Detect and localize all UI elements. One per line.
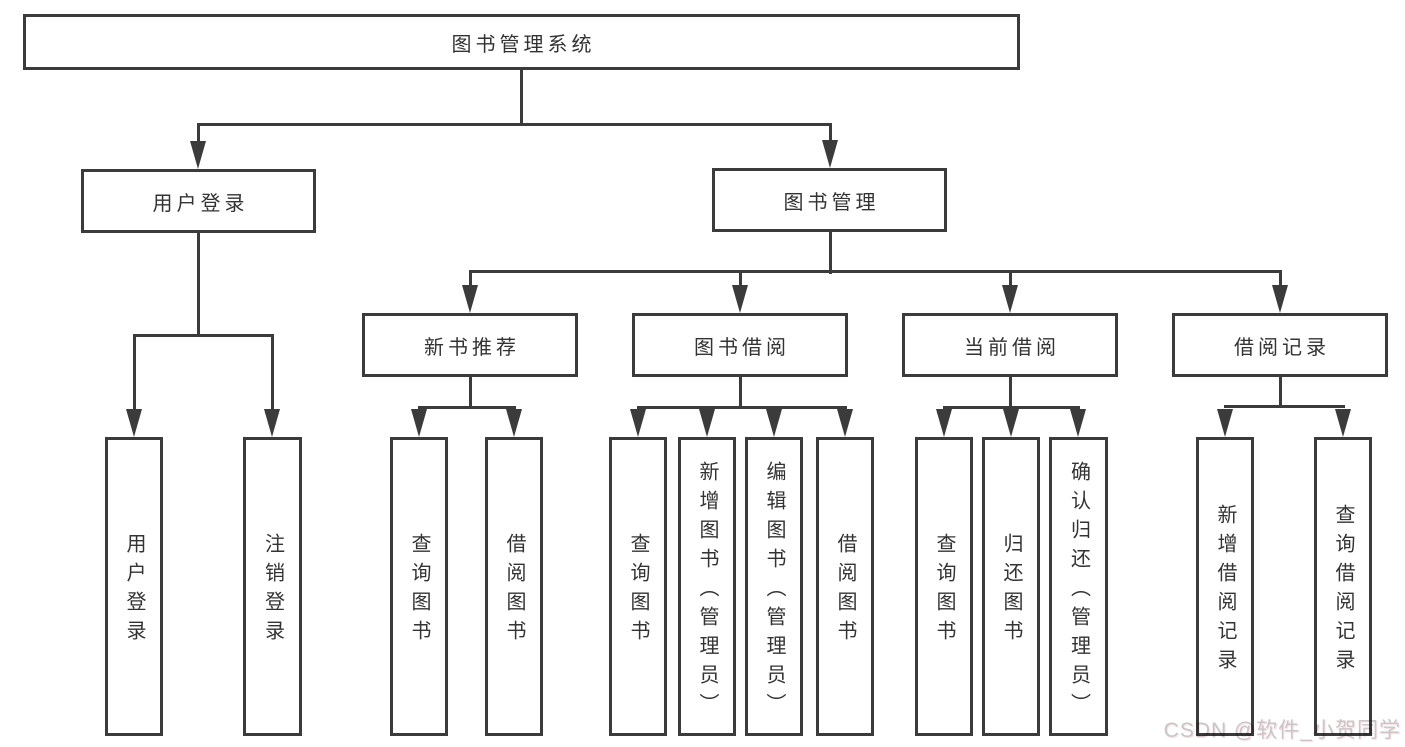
leaf-bb-query-books: 查询图书: [609, 437, 667, 736]
edge-root-drop-right: [829, 123, 832, 151]
leaf-br-add-record-label: 新增借阅记录: [1214, 504, 1236, 678]
leaf-cb-query-books: 查询图书: [915, 437, 973, 736]
edge-root-span: [197, 123, 831, 126]
leaf-br-query-record: 查询借阅记录: [1314, 437, 1372, 736]
leaf-nb-borrow-books-label: 借阅图书: [503, 533, 525, 649]
leaf-bb-borrow-books: 借阅图书: [816, 437, 874, 736]
arrowhead-borrow-records: [1272, 285, 1288, 313]
arrowhead-br-add: [1217, 409, 1233, 437]
leaf-cb-return-books: 归还图书: [982, 437, 1040, 736]
leaf-br-query-record-label: 查询借阅记录: [1332, 504, 1354, 678]
leaf-user-login-label: 用户登录: [123, 533, 145, 649]
leaf-bb-edit-books-admin-label: 编辑图书（管理员）: [763, 460, 785, 722]
node-user-login-label: 用户登录: [152, 192, 249, 215]
arrowhead-bb-query: [630, 409, 646, 437]
csdn-watermark: CSDN @软件_小贺同学: [1163, 719, 1401, 742]
arrowhead-bb-add: [699, 409, 715, 437]
node-root-label: 图书管理系统: [451, 33, 596, 56]
leaf-user-login: 用户登录: [105, 437, 163, 736]
node-book-management-label: 图书管理: [783, 191, 880, 214]
arrowhead-current-borrow: [1002, 285, 1018, 313]
leaf-cb-confirm-return-admin: 确认归还（管理员）: [1049, 437, 1108, 736]
edge-br-trunk: [1279, 377, 1282, 408]
node-new-book-recommend: 新书推荐: [362, 313, 578, 377]
edge-cb-span: [943, 406, 1080, 409]
leaf-cb-confirm-return-admin-label: 确认归还（管理员）: [1067, 460, 1090, 722]
edge-root-drop-left: [197, 123, 200, 151]
edge-bb-trunk: [739, 377, 742, 409]
leaf-bb-add-books-admin: 新增图书（管理员）: [678, 437, 736, 736]
arrowhead-br-query: [1335, 409, 1351, 437]
arrowhead-book-management: [822, 140, 838, 168]
arrowhead-leaf-user-login: [126, 409, 142, 437]
arrowhead-nb-query: [411, 409, 427, 437]
edge-nbr-span: [418, 406, 516, 409]
leaf-cb-query-books-label: 查询图书: [933, 533, 955, 649]
node-current-borrow: 当前借阅: [902, 313, 1118, 377]
leaf-bb-edit-books-admin: 编辑图书（管理员）: [745, 437, 803, 736]
edge-book-mgmt-drop-3: [1009, 270, 1012, 292]
arrowhead-nb-borrow: [506, 409, 522, 437]
leaf-bb-add-books-admin-label: 新增图书（管理员）: [696, 460, 718, 722]
node-current-borrow-label: 当前借阅: [964, 336, 1060, 359]
arrowhead-user-login: [190, 141, 206, 169]
edge-user-login-trunk: [197, 233, 200, 337]
edge-book-mgmt-span: [469, 270, 1282, 273]
node-borrow-records: 借阅记录: [1172, 313, 1388, 377]
node-book-management: 图书管理: [712, 168, 947, 232]
leaf-cb-return-books-label: 归还图书: [1000, 533, 1022, 649]
arrowhead-bb-borrow: [837, 409, 853, 437]
arrowhead-cb-query: [936, 409, 952, 437]
node-book-borrow-label: 图书借阅: [694, 336, 790, 359]
edge-book-mgmt-drop-4: [1279, 270, 1282, 292]
leaf-nb-borrow-books: 借阅图书: [485, 437, 543, 736]
node-borrow-records-label: 借阅记录: [1234, 336, 1330, 359]
edge-user-login-span: [133, 334, 274, 337]
edge-book-mgmt-drop-2: [739, 270, 742, 292]
node-new-book-recommend-label: 新书推荐: [424, 336, 520, 359]
edge-user-login-drop-1: [133, 334, 136, 414]
edge-book-mgmt-trunk: [829, 232, 832, 274]
edge-br-span: [1224, 405, 1345, 408]
arrowhead-cb-return: [1003, 409, 1019, 437]
leaf-nb-query-books-label: 查询图书: [408, 533, 430, 649]
node-book-borrow: 图书借阅: [632, 313, 848, 377]
edge-bb-span: [637, 406, 847, 409]
arrowhead-new-book-recommend: [462, 285, 478, 313]
node-root: 图书管理系统: [23, 14, 1020, 70]
arrowhead-cb-confirm: [1070, 409, 1086, 437]
edge-cb-trunk: [1009, 377, 1012, 409]
leaf-nb-query-books: 查询图书: [390, 437, 448, 736]
edge-book-mgmt-drop-1: [469, 270, 472, 292]
arrowhead-book-borrow: [732, 285, 748, 313]
leaf-br-add-record: 新增借阅记录: [1196, 437, 1254, 736]
arrowhead-leaf-logout: [264, 409, 280, 437]
leaf-logout: 注销登录: [243, 437, 302, 736]
leaf-bb-borrow-books-label: 借阅图书: [834, 533, 856, 649]
edge-root-trunk: [520, 70, 523, 126]
edge-user-login-drop-2: [271, 334, 274, 414]
arrowhead-bb-edit: [766, 409, 782, 437]
leaf-bb-query-books-label: 查询图书: [627, 533, 649, 649]
leaf-logout-label: 注销登录: [261, 533, 284, 649]
node-user-login: 用户登录: [81, 169, 316, 233]
edge-nbr-trunk: [469, 377, 472, 409]
